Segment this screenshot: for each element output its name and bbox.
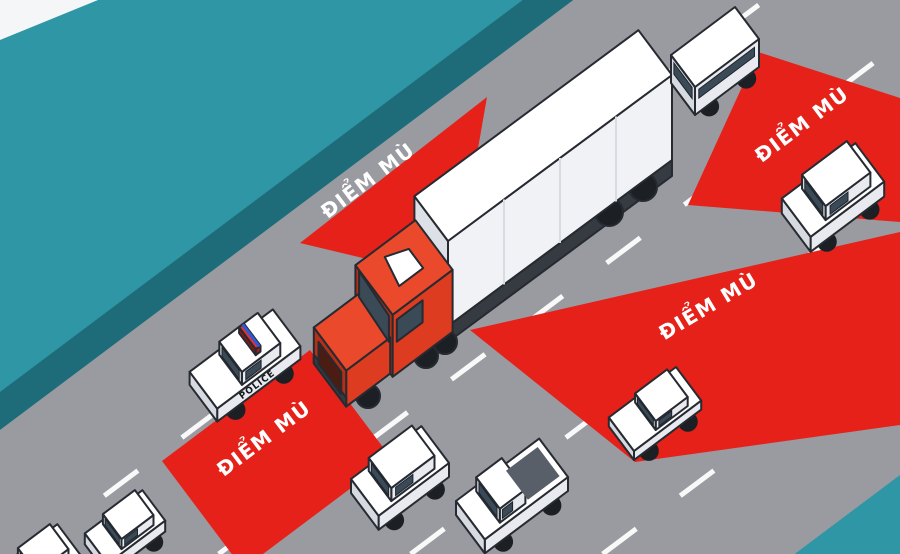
- cab-roof-panel: [383, 247, 425, 288]
- pickup-truck-side-window: [501, 500, 514, 520]
- small-car-1-windshield: [104, 517, 120, 547]
- suv-side-window: [829, 191, 849, 216]
- crossover-windshield: [370, 462, 390, 497]
- sports-car-cabin-top: [634, 368, 689, 422]
- corner-accent: [0, 0, 98, 40]
- other-vehicles: POLICE: [16, 6, 886, 554]
- blind-spot-zones: [162, 52, 900, 554]
- crossover-cabin-top: [367, 424, 436, 490]
- blind-spot-zone-front: [162, 350, 391, 554]
- small-car-2-cabin-top: [16, 523, 70, 554]
- police-car-lightbar-blue: [241, 323, 261, 348]
- windshield: [358, 270, 390, 343]
- trailer-top: [413, 29, 673, 242]
- pickup-truck: [455, 437, 569, 554]
- suv-cabin-top: [801, 140, 872, 208]
- crossover: [350, 424, 450, 531]
- sports-car: [607, 366, 703, 461]
- crossover-side-window: [395, 473, 414, 497]
- trailer-panel-lines: [503, 116, 617, 285]
- small-car-2: [16, 523, 81, 554]
- police-car: POLICE: [188, 308, 302, 423]
- grille: [317, 340, 343, 396]
- pickup-truck-bed: [506, 447, 560, 500]
- semi-truck: [312, 29, 673, 409]
- van-windows: [698, 46, 755, 100]
- cab-side-window: [395, 299, 424, 343]
- suv-windshield: [804, 179, 824, 216]
- suv: [780, 140, 886, 253]
- small-car-1-cabin-top: [101, 489, 155, 541]
- small-car-1: [83, 489, 167, 554]
- pickup-truck-windshield: [478, 481, 498, 519]
- police-car-windshield: [221, 345, 240, 381]
- sports-car-windshield: [637, 396, 654, 427]
- van-windshield: [673, 61, 693, 101]
- van-body-top: [670, 6, 760, 88]
- police-car-side-window: [245, 359, 262, 381]
- van: [670, 6, 760, 117]
- sports-car-side-window: [658, 409, 673, 427]
- blind-spot-zone-right-side: [470, 232, 900, 462]
- small-car-1-side-window: [124, 528, 138, 546]
